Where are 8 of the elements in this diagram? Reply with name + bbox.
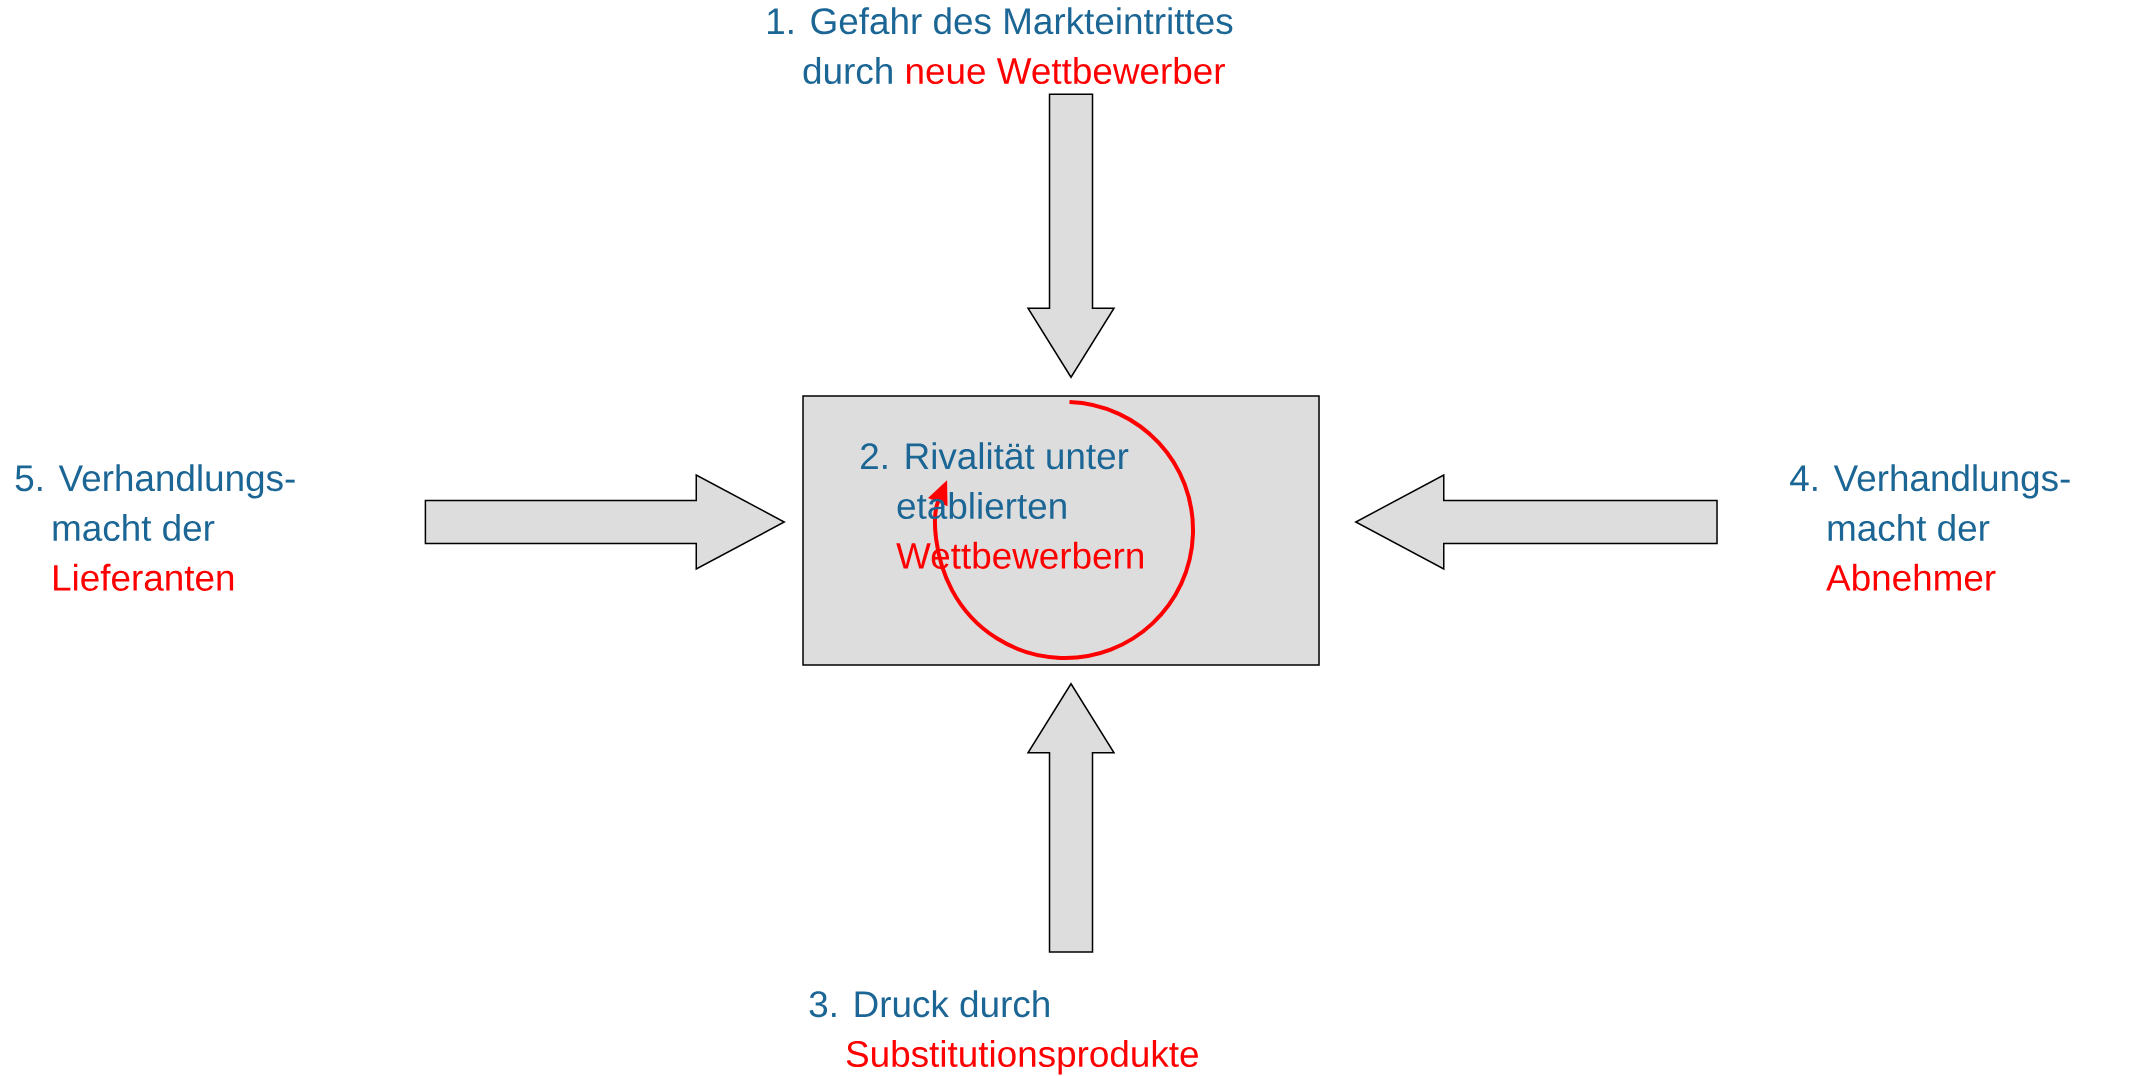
block-arrow (1026, 682, 1116, 953)
block-arrow (424, 473, 786, 571)
force-label: 1. Gefahr des Markteintrittes durch neue Wettbewerber (768, 7, 1233, 85)
force-label: 5. Verhandlungs- macht der Lieferanten (15, 464, 295, 591)
force-label: 3. Druck durch Substitutionsprodukte (809, 990, 1198, 1075)
block-arrow (1354, 473, 1718, 571)
force-label: 4. Verhandlungs- macht der Abnehmer (1790, 464, 2070, 591)
block-arrow (1026, 93, 1116, 379)
